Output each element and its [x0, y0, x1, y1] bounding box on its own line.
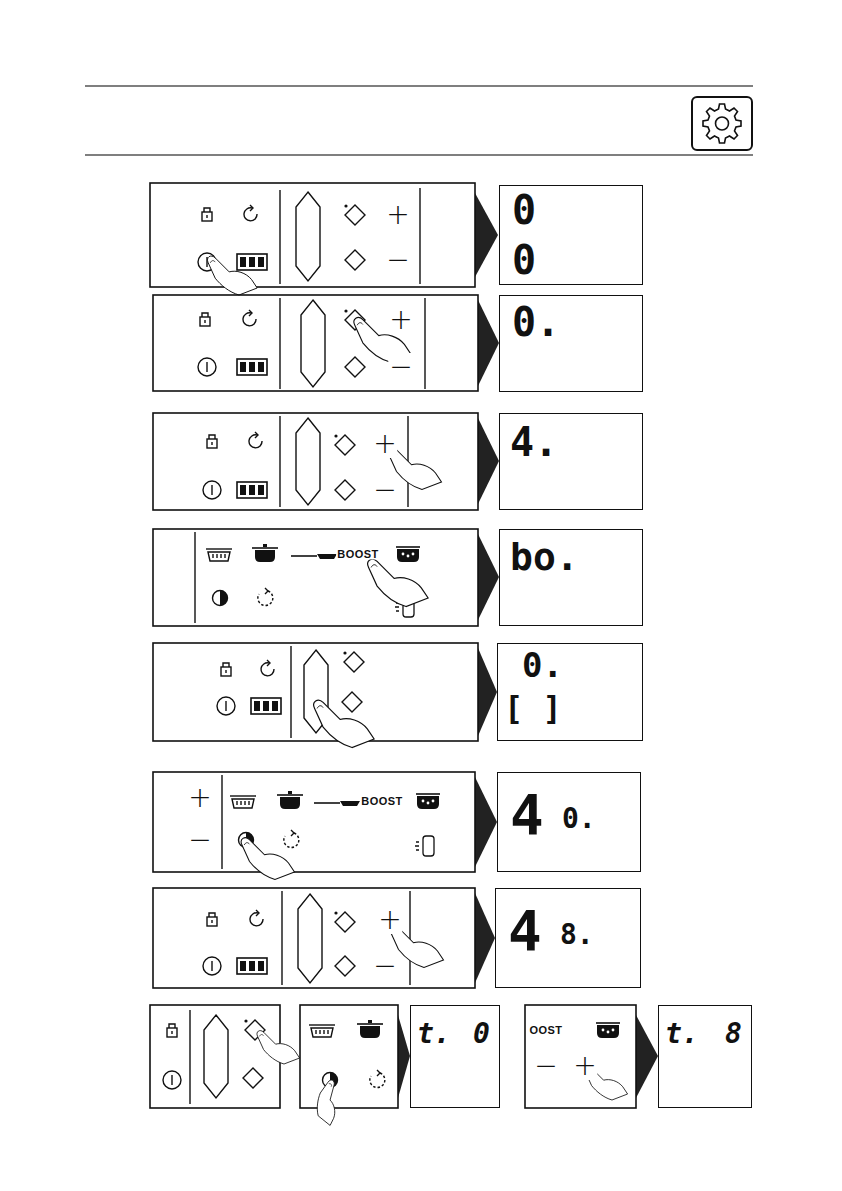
button-symbol: − [385, 246, 410, 274]
display-reading: 0. [512, 302, 560, 342]
display-window: 0. [ ] [497, 643, 643, 741]
button-symbol: − [388, 353, 413, 381]
button-symbol: + [388, 306, 413, 334]
display-reading: 4 [508, 903, 542, 959]
button-symbol: + [377, 906, 402, 934]
control-panel [300, 1005, 398, 1128]
control-panel [153, 643, 478, 748]
display-reading: 0 [473, 1020, 490, 1048]
display-reading: t. [665, 1020, 699, 1048]
display-reading: 0. [522, 648, 563, 682]
display-window: 00 [499, 185, 643, 285]
control-panel [153, 772, 475, 880]
display-window: 4 8. [495, 888, 641, 988]
rule [85, 154, 753, 156]
display-window: 4 0. [497, 772, 641, 872]
display-window: 4. [499, 413, 643, 510]
control-panel [153, 295, 478, 391]
button-symbol: − [533, 1052, 558, 1080]
display-reading: 8 [725, 1020, 742, 1048]
display-window: 0. [499, 295, 643, 392]
control-panel [525, 1005, 636, 1108]
display-reading: 8. [560, 921, 594, 949]
control-panel [153, 529, 478, 626]
button-symbol: + [372, 430, 397, 458]
control-panel [150, 1005, 300, 1108]
display-reading: [ ] [504, 692, 562, 724]
button-symbol: − [372, 952, 397, 980]
display-window: bo. [499, 529, 643, 626]
control-panel [153, 888, 475, 988]
display-window: t. 8 [658, 1005, 752, 1108]
display-window: t. 0 [410, 1005, 500, 1108]
button-symbol: + [187, 784, 212, 812]
display-reading: bo. [510, 538, 579, 576]
button-symbol: − [372, 476, 397, 504]
display-reading: 0. [562, 805, 596, 833]
display-reading: 4. [510, 422, 558, 462]
button-label: BOOST [360, 796, 404, 807]
button-symbol: + [385, 201, 410, 229]
display-reading: 4 [510, 787, 544, 843]
button-symbol: − [187, 826, 212, 854]
button-label: OOST [528, 1025, 563, 1036]
display-reading: 0 [512, 240, 536, 280]
button-label: BOOST [336, 549, 380, 560]
rule [85, 85, 753, 87]
settings-icon [692, 97, 752, 150]
display-reading: 0 [512, 190, 536, 230]
control-panel [150, 183, 475, 295]
display-reading: t. [417, 1020, 451, 1048]
control-panel [153, 413, 478, 510]
button-symbol: + [572, 1052, 597, 1080]
